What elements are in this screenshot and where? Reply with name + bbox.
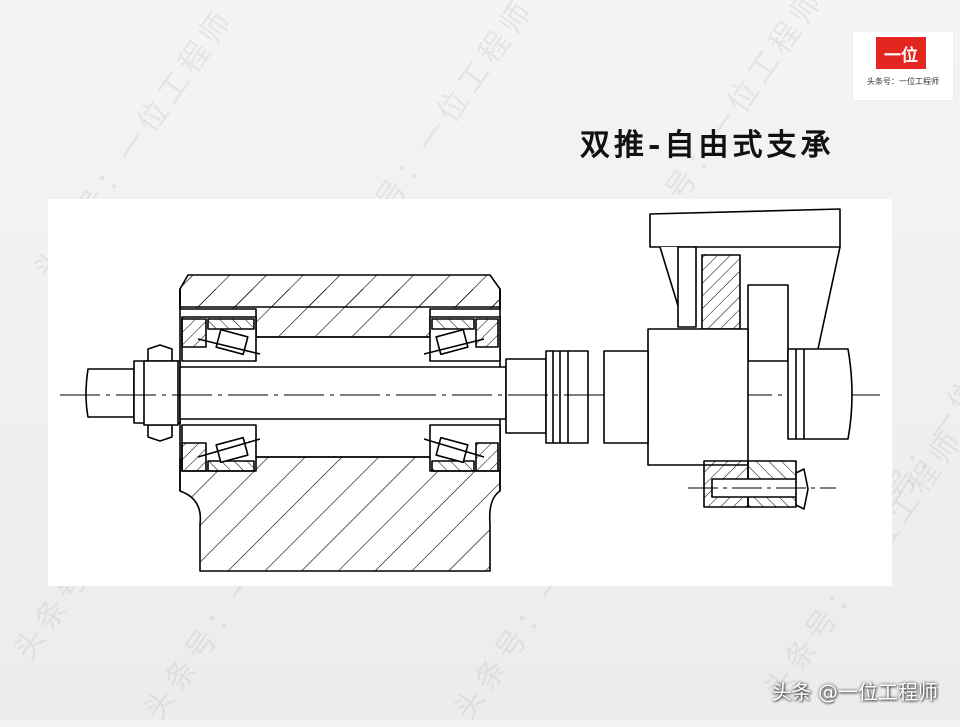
adjust-screw [688, 460, 836, 510]
right-bearing [423, 316, 501, 472]
brand-logo: 一位 头条号：一位工程师 [853, 32, 953, 100]
left-bearing [181, 316, 261, 472]
page-title: 双推-自由式支承 [580, 128, 835, 163]
support-bracket [603, 208, 853, 466]
logo-mark: 一位 [876, 37, 926, 69]
logo-subtitle: 头条号：一位工程师 [867, 77, 939, 86]
drawing-canvas [48, 199, 892, 586]
author-credit: 头条 @一位工程师 [771, 680, 938, 704]
housing [179, 274, 501, 572]
mechanical-drawing [60, 208, 880, 572]
lock-nut [143, 344, 179, 442]
shaft [85, 350, 589, 444]
